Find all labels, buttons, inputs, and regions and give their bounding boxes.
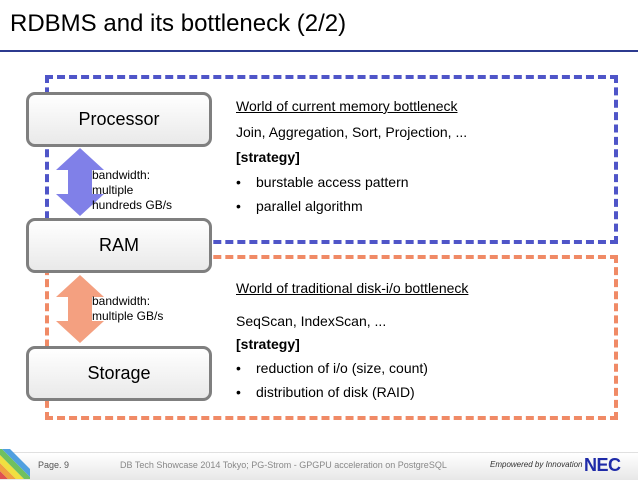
slide-title: RDBMS and its bottleneck (2/2)	[10, 10, 347, 37]
lower-bandwidth-note: bandwidth: multiple GB/s	[92, 294, 163, 324]
disk-bullet-text: reduction of i/o (size, count)	[256, 360, 428, 376]
bullet-icon: •	[236, 198, 241, 214]
memory-strategy-label: [strategy]	[236, 149, 300, 165]
processor-label: Processor	[78, 109, 160, 129]
memory-bullet-text: burstable access pattern	[256, 174, 409, 190]
title-divider	[0, 50, 638, 52]
memory-bullet-text: parallel algorithm	[256, 198, 363, 214]
memory-bottleneck-region	[45, 75, 618, 244]
upper-bandwidth-arrow-icon	[56, 148, 104, 216]
footer-tagline: Empowered by Innovation	[490, 460, 583, 469]
upper-bandwidth-line: multiple	[92, 183, 134, 197]
disk-strategy-label: [strategy]	[236, 336, 300, 352]
lower-bandwidth-arrow-icon	[56, 275, 104, 343]
memory-ops: Join, Aggregation, Sort, Projection, ...	[236, 124, 468, 140]
ram-label: RAM	[99, 235, 139, 255]
disk-bottleneck-region	[45, 255, 618, 420]
nec-logo: NEC	[584, 455, 621, 475]
footer-stripe-icon	[0, 449, 30, 479]
disk-ops: SeqScan, IndexScan, ...	[236, 313, 387, 329]
disk-bullet-text: distribution of disk (RAID)	[256, 384, 415, 400]
ram-node: RAM	[26, 218, 212, 273]
footer-bar	[0, 452, 638, 480]
lower-bandwidth-line: bandwidth:	[92, 294, 151, 308]
bullet-icon: •	[236, 360, 241, 376]
bullet-icon: •	[236, 174, 241, 190]
memory-heading: World of current memory bottleneck	[236, 98, 458, 114]
lower-bandwidth-line: multiple GB/s	[92, 309, 164, 323]
upper-bandwidth-line: hundreds GB/s	[92, 198, 173, 212]
processor-node: Processor	[26, 92, 212, 147]
upper-bandwidth-note: bandwidth: multiple hundreds GB/s	[92, 168, 172, 213]
footer-caption: DB Tech Showcase 2014 Tokyo; PG-Strom - …	[120, 460, 447, 470]
page-number: Page. 9	[38, 460, 70, 470]
storage-node: Storage	[26, 346, 212, 401]
disk-heading: World of traditional disk-i/o bottleneck	[236, 280, 469, 296]
bullet-icon: •	[236, 384, 241, 400]
storage-label: Storage	[87, 363, 151, 383]
upper-bandwidth-line: bandwidth:	[92, 168, 151, 182]
